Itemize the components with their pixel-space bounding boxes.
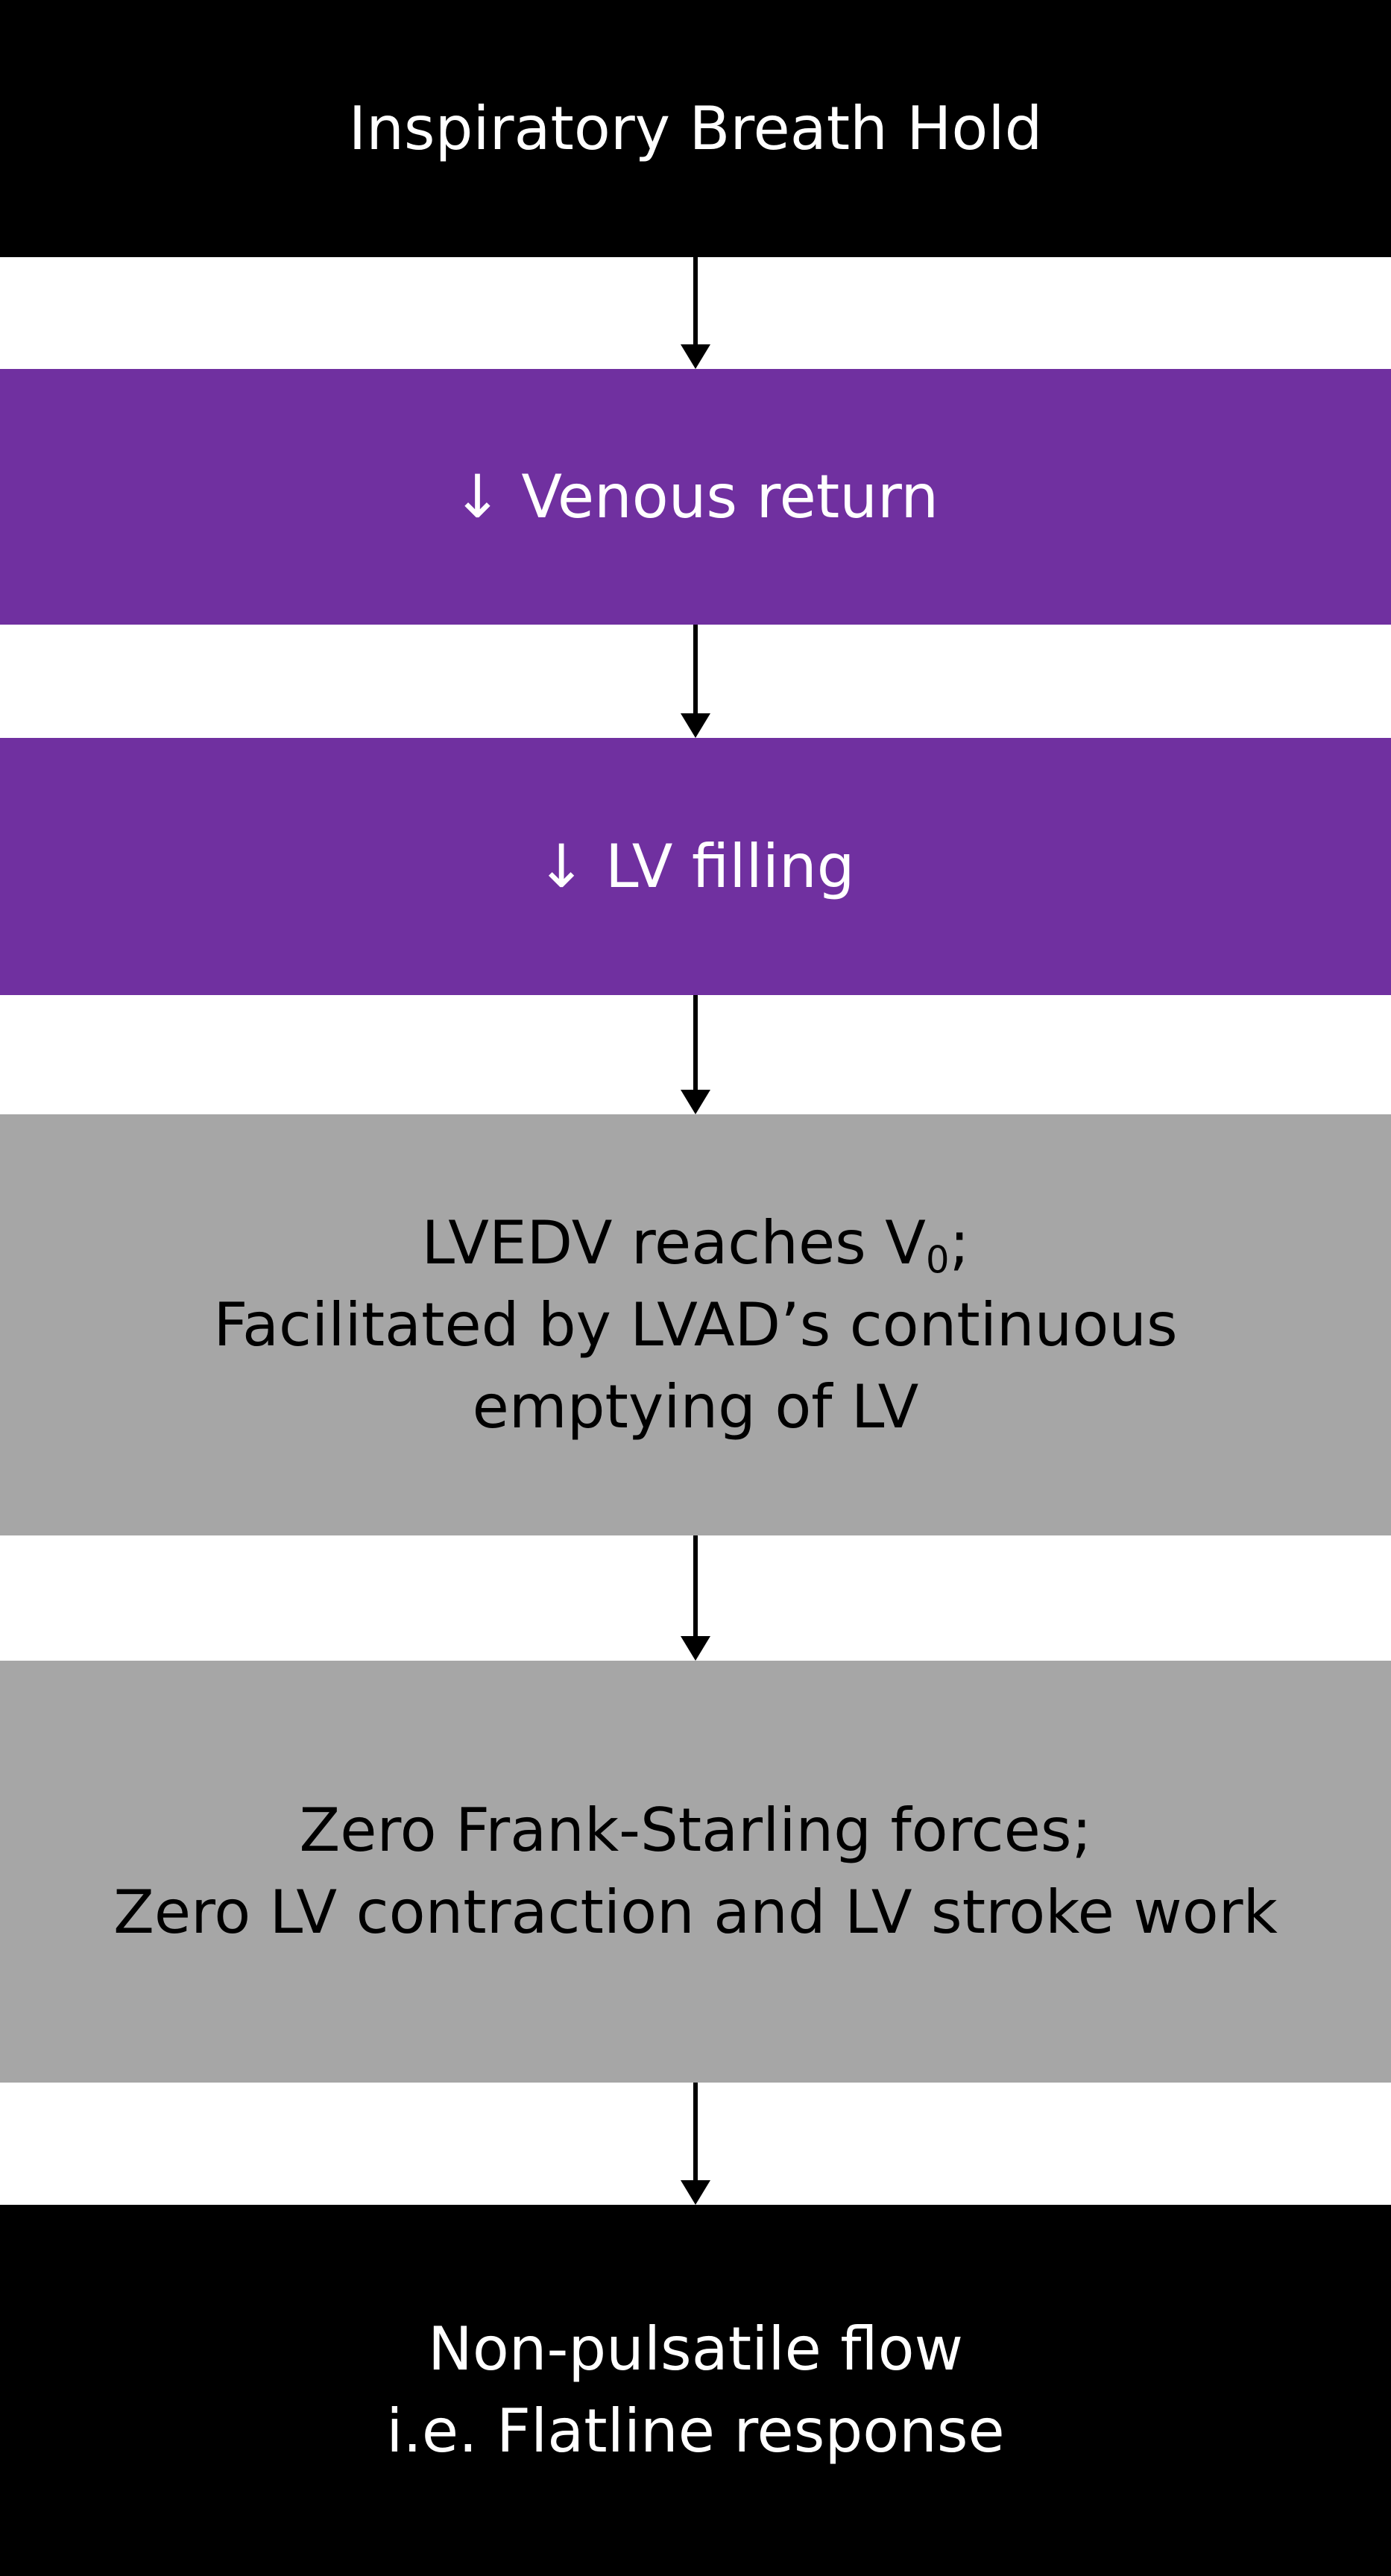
arrow-breath-hold-to-venous-return [681,257,710,369]
arrow-lv-filling-to-lvedv [681,995,710,1114]
node-inspiratory-breath-hold: Inspiratory Breath Hold [0,0,1391,257]
subscript-zero: 0 [926,1237,950,1281]
node-label-line-2: Zero LV contraction and LV stroke work [113,1878,1278,1947]
node-zero-frank-starling: Zero Frank-Starling forces; Zero LV cont… [0,1661,1391,2083]
node-label-line-1: Non-pulsatile flow [427,2314,963,2384]
arrow-venous-return-to-lv-filling [681,625,710,738]
node-label-line-1: LVEDV reaches V0; [421,1202,969,1284]
node-label-text: LVEDV reaches V [421,1208,926,1278]
node-label-line-1: Zero Frank-Starling forces; [299,1796,1092,1865]
node-non-pulsatile-flow: Non-pulsatile flow i.e. Flatline respons… [0,2205,1391,2576]
node-label: ↓ Venous return [452,461,939,531]
node-lvedv-reaches-v0: LVEDV reaches V0; Facilitated by LVAD’s … [0,1114,1391,1535]
node-label-punctuation: ; [949,1208,970,1278]
node-label: Inspiratory Breath Hold [348,93,1043,163]
node-label-line-3: emptying of LV [472,1371,919,1442]
node-lv-filling: ↓ LV filling [0,738,1391,995]
node-label-line-2: i.e. Flatline response [386,2396,1005,2466]
arrow-lvedv-to-frank-starling [681,1535,710,1661]
arrow-frank-starling-to-non-pulsatile [681,2083,710,2205]
node-venous-return: ↓ Venous return [0,369,1391,625]
node-label-line-2: Facilitated by LVAD’s continuous [213,1289,1178,1360]
node-label: ↓ LV filling [536,831,855,901]
